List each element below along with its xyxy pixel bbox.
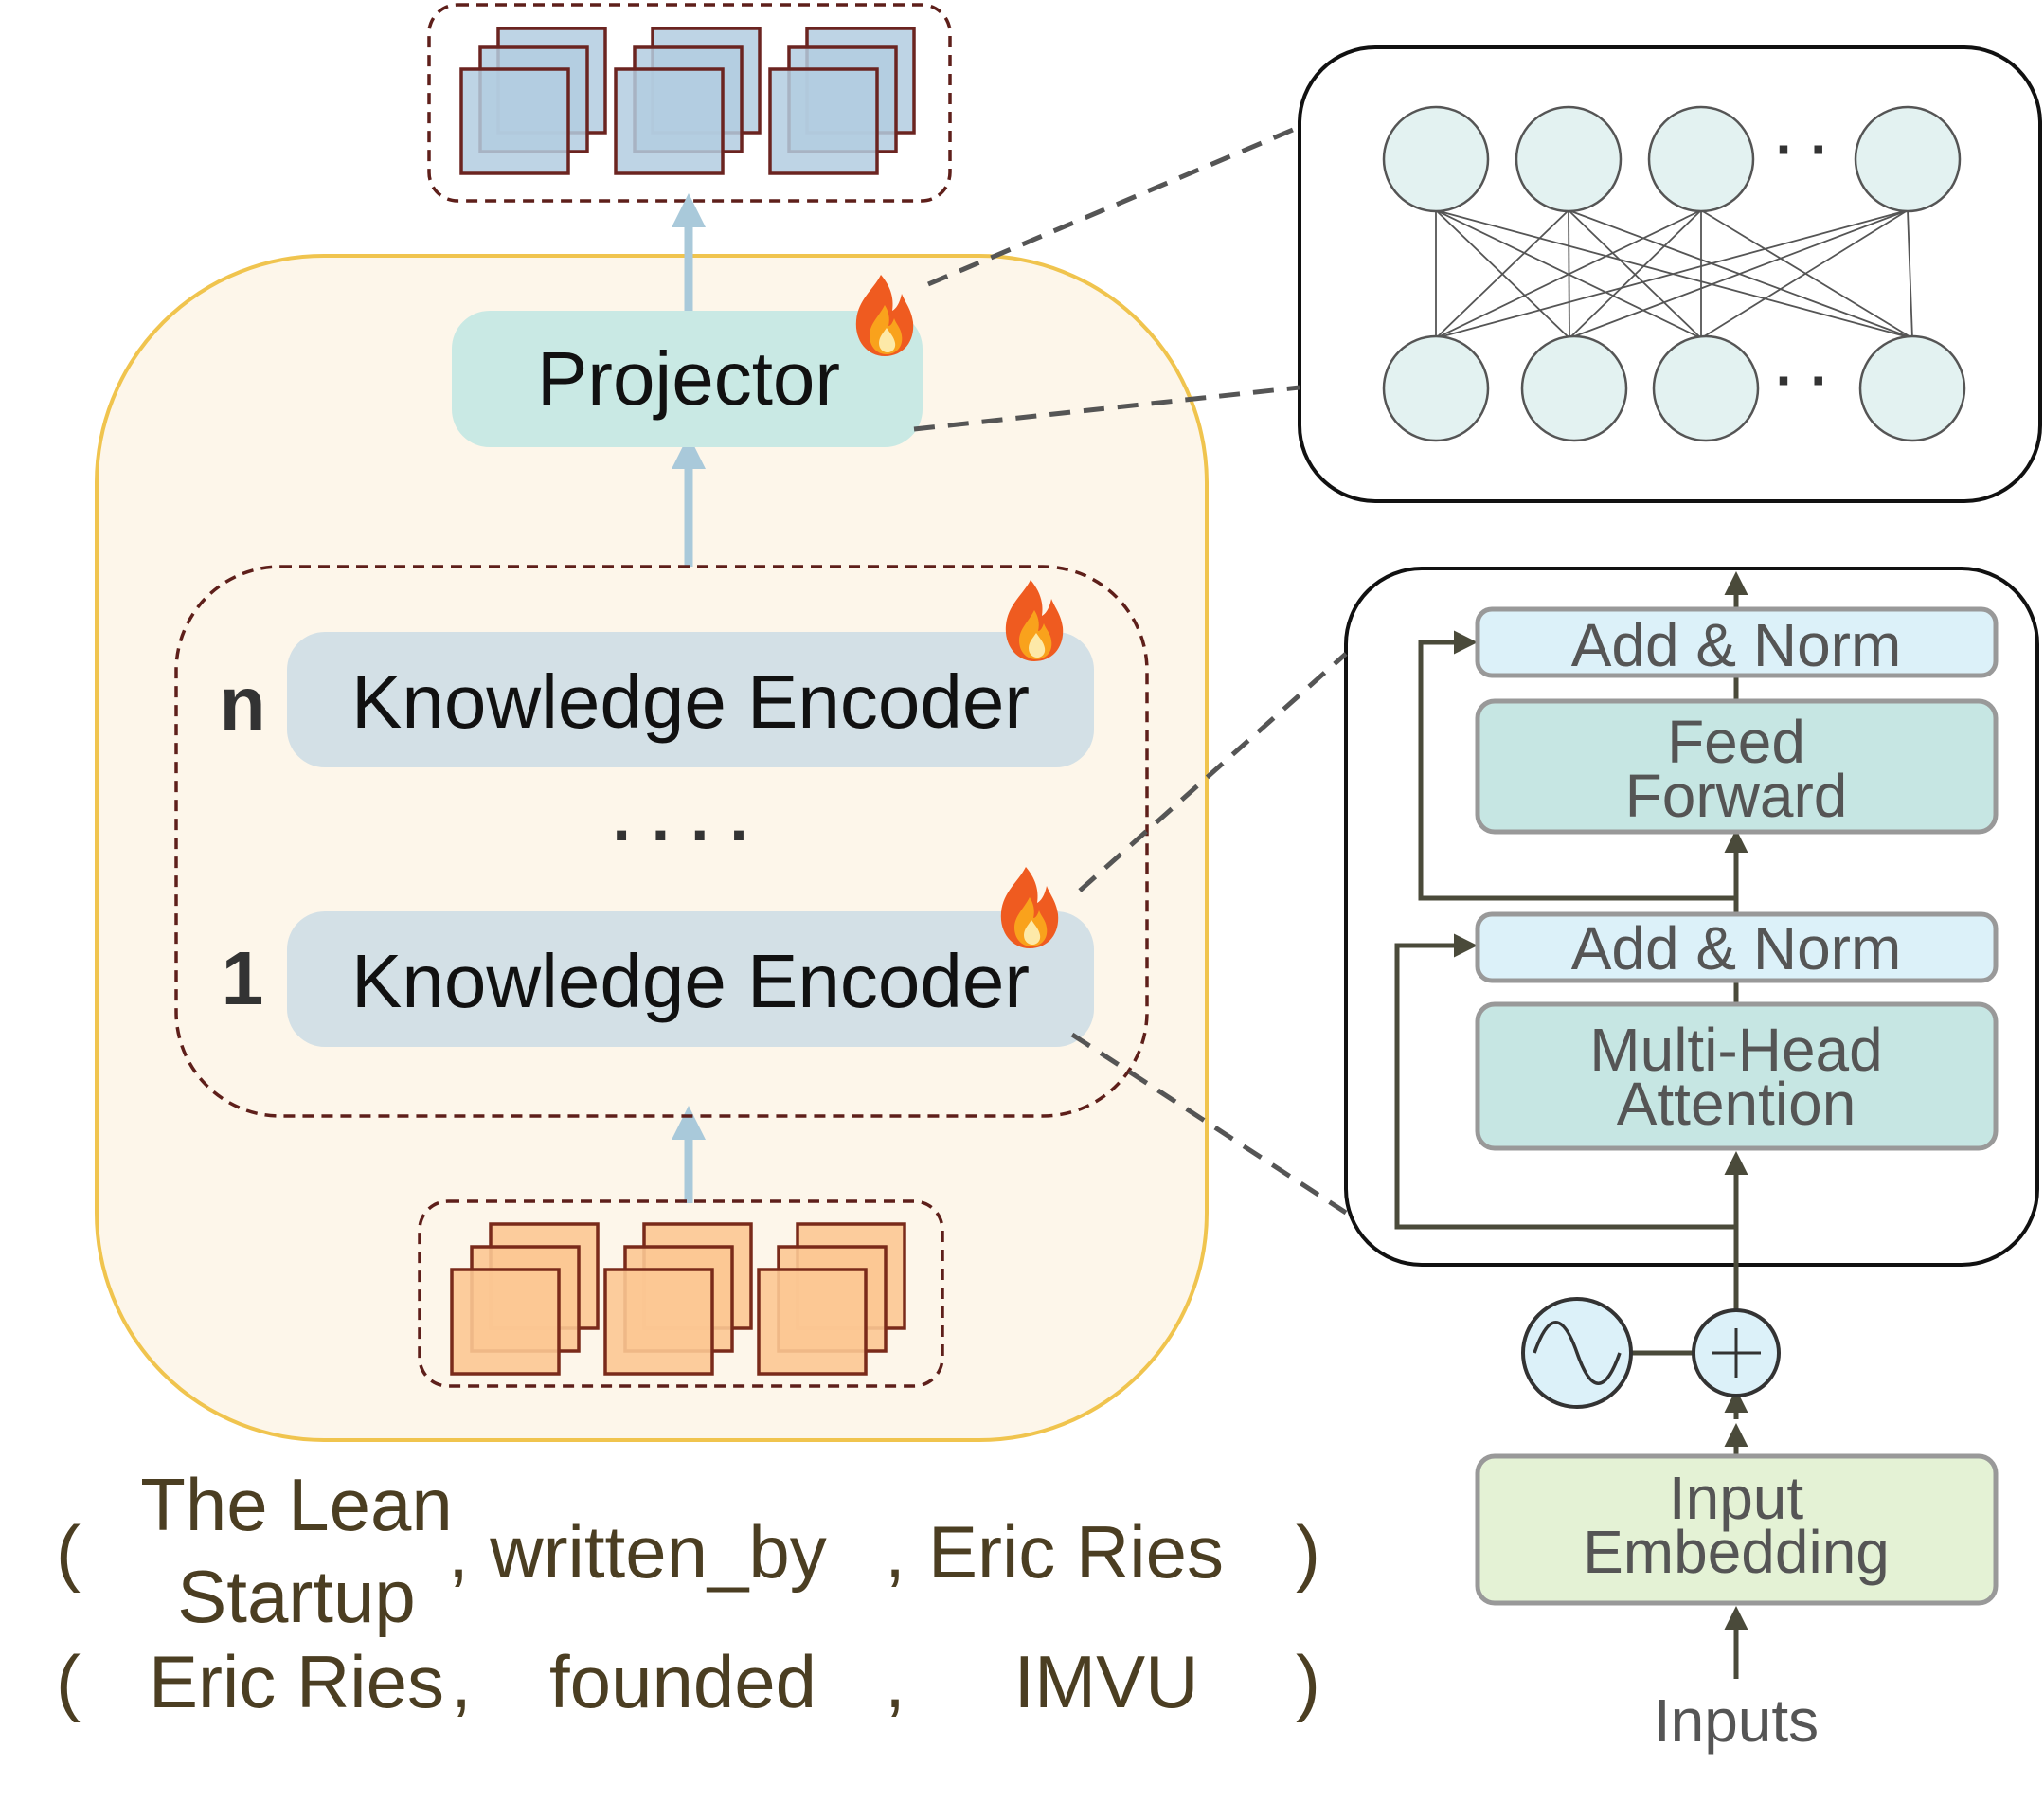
- mlp-node: [1382, 334, 1490, 442]
- layer-index-n: n: [220, 661, 266, 746]
- add-norm-bottom: [1475, 911, 1999, 983]
- triple-2-sep2: ,: [885, 1640, 905, 1723]
- mlp-node: [1858, 334, 1966, 442]
- triple-1-head-line2: Startup: [177, 1555, 415, 1638]
- triple-2-sep1: ,: [451, 1640, 472, 1723]
- mlp-node: [1520, 334, 1628, 442]
- output-embedding-stack-2: [614, 27, 762, 175]
- zoom-line-encoder-bottom: [1070, 1032, 1348, 1216]
- multi-head-attention-block: [1475, 1001, 1999, 1151]
- input-embedding-block: [1475, 1453, 1999, 1606]
- mlp-node: [1854, 105, 1962, 213]
- knowledge-encoder-top-label: Knowledge Encoder: [351, 659, 1030, 744]
- mlp-connections: [1435, 209, 1913, 339]
- projector-block: [452, 311, 923, 447]
- plus-circle-icon: [1692, 1308, 1781, 1397]
- triple-1: ( The Lean Startup , written_by , Eric R…: [56, 1463, 1320, 1638]
- triple-2-head: Eric Ries: [149, 1640, 444, 1723]
- triple-2: ( Eric Ries , founded , IMVU ): [56, 1640, 1320, 1723]
- knowledge-encoder-bottom-label: Knowledge Encoder: [351, 939, 1030, 1023]
- knowledge-encoder-bottom: [287, 911, 1094, 1047]
- output-embedding-stack-1: [459, 27, 607, 175]
- mlp-ellipsis-top: · ·: [1776, 117, 1830, 181]
- layer-index-1: 1: [222, 936, 264, 1020]
- add-norm-top-label: Add & Norm: [1571, 611, 1902, 679]
- zoom-line-projector-bottom: [913, 385, 1300, 432]
- feed-forward-block: [1475, 698, 1999, 835]
- triple-1-relation: written_by: [489, 1510, 827, 1594]
- input-embedding-stack-3: [757, 1222, 906, 1376]
- feed-forward-label-line2: Forward: [1625, 762, 1848, 830]
- triple-1-head-line1: The Lean: [140, 1463, 453, 1546]
- feed-forward-label-line1: Feed: [1667, 708, 1805, 776]
- triple-2-close: ): [1296, 1640, 1320, 1723]
- encoder-stack-group: [174, 565, 1149, 1118]
- triple-2-open: (: [56, 1640, 81, 1723]
- triple-1-sep1: ,: [448, 1510, 469, 1594]
- sine-wave-icon: [1521, 1297, 1633, 1409]
- mha-label-line2: Attention: [1617, 1070, 1856, 1138]
- triple-2-relation: founded: [549, 1640, 816, 1723]
- output-embeddings-group: [427, 3, 952, 203]
- mlp-ellipsis-bottom: · ·: [1776, 349, 1830, 412]
- triple-1-open: (: [56, 1510, 81, 1594]
- add-norm-bottom-label: Add & Norm: [1571, 914, 1902, 982]
- layers-ellipsis: ····: [612, 798, 768, 872]
- triple-2-tail: IMVU: [1014, 1640, 1199, 1723]
- input-embedding-label-line2: Embedding: [1583, 1518, 1890, 1586]
- input-embedding-stack-1: [450, 1222, 600, 1376]
- zoom-line-encoder-top: [1078, 652, 1348, 892]
- mha-label-line1: Multi-Head: [1589, 1016, 1882, 1084]
- transformer-flow-lines: [1394, 571, 1748, 1500]
- projector-label: Projector: [537, 336, 840, 421]
- input-embedding-label-line1: Input: [1669, 1464, 1804, 1532]
- mlp-nodes: [1382, 105, 1966, 442]
- mlp-node: [1515, 105, 1623, 213]
- input-embeddings-group: [418, 1199, 944, 1388]
- input-embedding-stack-2: [603, 1222, 753, 1376]
- output-embedding-stack-3: [768, 27, 916, 175]
- inputs-label: Inputs: [1654, 1686, 1819, 1755]
- mlp-node: [1647, 105, 1755, 213]
- add-norm-top: [1475, 606, 1999, 678]
- mlp-node: [1382, 105, 1490, 213]
- main-container: [95, 254, 1209, 1442]
- mlp-node: [1652, 334, 1760, 442]
- triple-1-tail: Eric Ries: [928, 1510, 1224, 1594]
- triple-1-sep2: ,: [885, 1510, 905, 1594]
- knowledge-encoder-top: [287, 632, 1094, 767]
- triple-1-close: ): [1296, 1510, 1320, 1594]
